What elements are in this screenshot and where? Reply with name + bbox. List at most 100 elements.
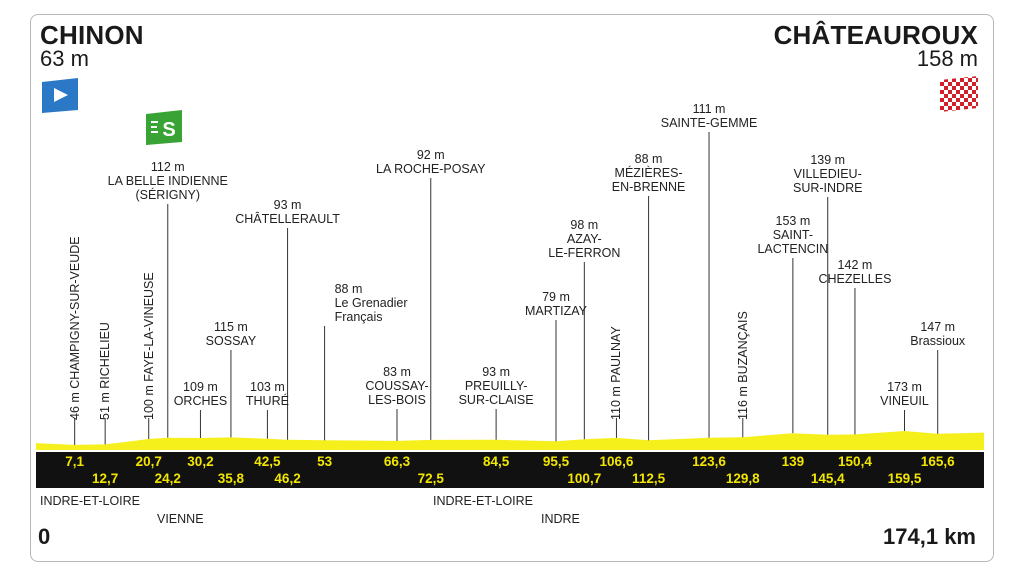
km-marker: 145,4 [810,471,845,486]
km-marker: 129,8 [725,471,760,486]
waypoint-name: LES-BOIS [368,393,426,407]
profile-frame [30,14,994,562]
waypoint-name: AZAY- [566,232,602,246]
waypoint-name: (SÉRIGNY) [135,188,201,202]
distance-total: 174,1 km [883,524,976,549]
waypoint-name: ORCHES [173,394,228,408]
km-marker: 112,5 [632,471,666,486]
distance-start: 0 [38,524,51,549]
waypoint-altitude: 88 m [634,152,663,166]
km-marker: 35,8 [217,471,245,486]
km-marker: 46,2 [274,471,301,486]
waypoint-altitude: 93 m [273,198,302,212]
finish-city-name: CHÂTEAUROUX [773,20,978,50]
waypoint-altitude: 173 m [887,380,922,394]
waypoint-name: SUR-CLAISE [458,393,534,407]
finish-altitude: 158 m [916,46,978,71]
waypoint-name: VINEUIL [880,394,929,408]
km-marker: 100,7 [567,471,602,486]
waypoint-name: SAINT- [772,228,814,242]
start-city-name: CHINON [40,20,144,50]
waypoint-name: Brassioux [910,334,966,348]
region-label: INDRE-ET-LOIRE [40,494,141,508]
waypoint-altitude: 153 m [775,214,811,228]
intermediate-sprint-icon: S [142,108,186,151]
km-marker: 66,3 [383,454,411,469]
km-marker: 106,6 [599,454,634,469]
waypoint-label: 51 m RICHELIEU [98,322,113,420]
waypoint-altitude: 98 m [570,218,599,232]
waypoint-name: CHEZELLES [818,272,892,286]
km-marker: 72,5 [417,471,444,486]
waypoint-name: LE-FERRON [548,246,621,260]
waypoint-label: 116 m BUZANÇAIS [735,311,750,420]
waypoint-altitude: 112 m [150,160,185,174]
km-marker: 53 [317,454,333,469]
waypoint-name: PREUILLY- [464,379,528,393]
km-bar [36,452,984,488]
waypoint-name: SOSSAY [205,334,257,348]
waypoint-altitude: 103 m [250,380,285,394]
km-marker: 84,5 [482,454,510,469]
waypoint-altitude: 93 m [482,365,510,379]
waypoint-name: THURÉ [245,394,289,408]
start-flag-icon [38,76,82,119]
waypoint-name: LA BELLE INDIENNE [107,174,228,188]
waypoint-altitude: 83 m [383,365,411,379]
km-marker: 24,2 [154,471,181,486]
km-marker: 30,2 [187,454,214,469]
km-marker: 12,7 [92,471,119,486]
waypoint-name: SAINTE-GEMME [660,116,758,130]
waypoint-name: Le Grenadier [334,296,408,310]
waypoint-altitude: 142 m [837,258,873,272]
waypoint-name: MARTIZAY [524,304,588,318]
start-altitude: 63 m [40,46,89,71]
waypoint-altitude: 109 m [183,380,218,394]
waypoint-name: MÉZIÈRES- [614,166,683,180]
km-marker: 150,4 [838,454,872,469]
waypoint-name: VILLEDIEU- [793,167,862,181]
km-marker: 20,7 [135,454,162,469]
waypoint-label: 110 m PAULNAY [609,326,624,420]
km-marker: 159,5 [887,471,922,486]
waypoint-altitude: 147 m [920,320,956,334]
waypoint-name: SUR-INDRE [792,181,863,195]
waypoint-name: CHÂTELLERAULT [235,212,340,226]
km-marker: 139 [781,454,805,469]
km-marker: 95,5 [542,454,570,469]
km-marker: 42,5 [254,454,281,469]
waypoint-altitude: 92 m [416,148,445,162]
waypoint-label: 46 m CHAMPIGNY-SUR-VEUDE [67,236,82,420]
profile-area [36,431,984,450]
svg-text:S: S [162,119,175,141]
waypoint-name: Français [334,310,383,324]
km-marker: 165,6 [920,454,955,469]
waypoint-altitude: 79 m [542,290,570,304]
waypoint-altitude: 139 m [810,153,846,167]
waypoint-name: COUSSAY- [365,379,429,393]
waypoint-name: EN-BRENNE [611,180,686,194]
waypoint-name: LA ROCHE-POSAY [376,162,486,176]
waypoint-altitude: 111 m [692,102,726,116]
waypoint-label: 100 m FAYE-LA-VINEUSE [141,272,156,420]
waypoint-name: LACTENCIN [757,242,829,256]
region-label: INDRE-ET-LOIRE [433,494,534,508]
region-label: VIENNE [157,512,204,526]
